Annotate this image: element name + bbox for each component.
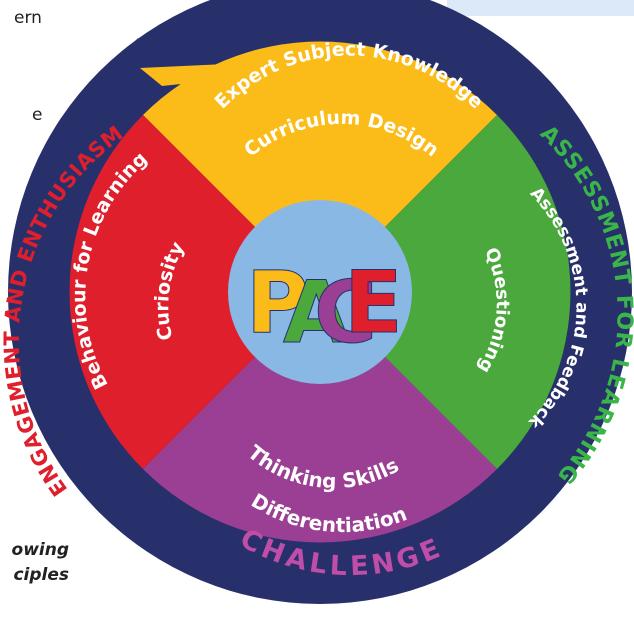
background-italic-fragment-1: owing xyxy=(11,540,69,560)
corner-panel xyxy=(447,0,634,16)
segment-right xyxy=(320,115,571,469)
center-disc xyxy=(228,200,412,384)
segment-top xyxy=(143,41,497,292)
pace-letter-a: A xyxy=(283,263,350,363)
segment-bottom xyxy=(143,292,497,543)
pace-letter-p: P xyxy=(246,253,309,353)
pace-letter-c: C xyxy=(314,263,377,363)
background-text-fragment-1: ern xyxy=(14,8,42,28)
segment-left xyxy=(69,115,320,469)
background-text-fragment-2: e xyxy=(32,105,43,125)
background-italic-fragment-2: ciples xyxy=(13,565,69,585)
pace-logo: P A C E xyxy=(246,253,404,364)
pace-letter-e: E xyxy=(344,253,403,353)
